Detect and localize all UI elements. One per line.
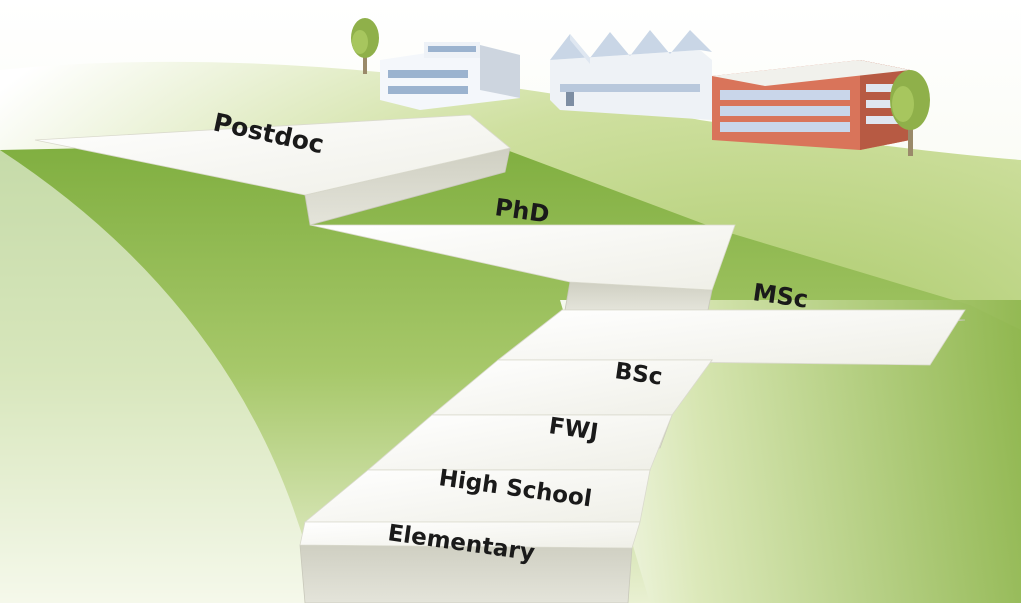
step-top	[299, 521, 641, 549]
step-top	[309, 224, 736, 291]
hill-highlight	[0, 150, 320, 603]
stair-step-high-school: High School	[303, 465, 651, 523]
step-top	[34, 114, 511, 196]
building-factory-icon	[550, 30, 712, 120]
stair-step-bsc: BSc	[430, 358, 713, 416]
stair-step-postdoc: Postdoc	[34, 108, 511, 226]
tree-icon	[890, 70, 930, 156]
stair-step-fwj: FWJ	[366, 413, 673, 471]
building-university-icon	[712, 60, 910, 150]
step-top	[496, 309, 966, 366]
campus-buildings	[351, 18, 930, 156]
stair-step-phd: PhD	[309, 193, 736, 311]
tree-icon	[351, 18, 379, 74]
stair-step-msc: MSc	[496, 278, 966, 366]
building-lab-icon	[380, 42, 520, 110]
stair-step-elementary: Elementary	[299, 520, 641, 603]
